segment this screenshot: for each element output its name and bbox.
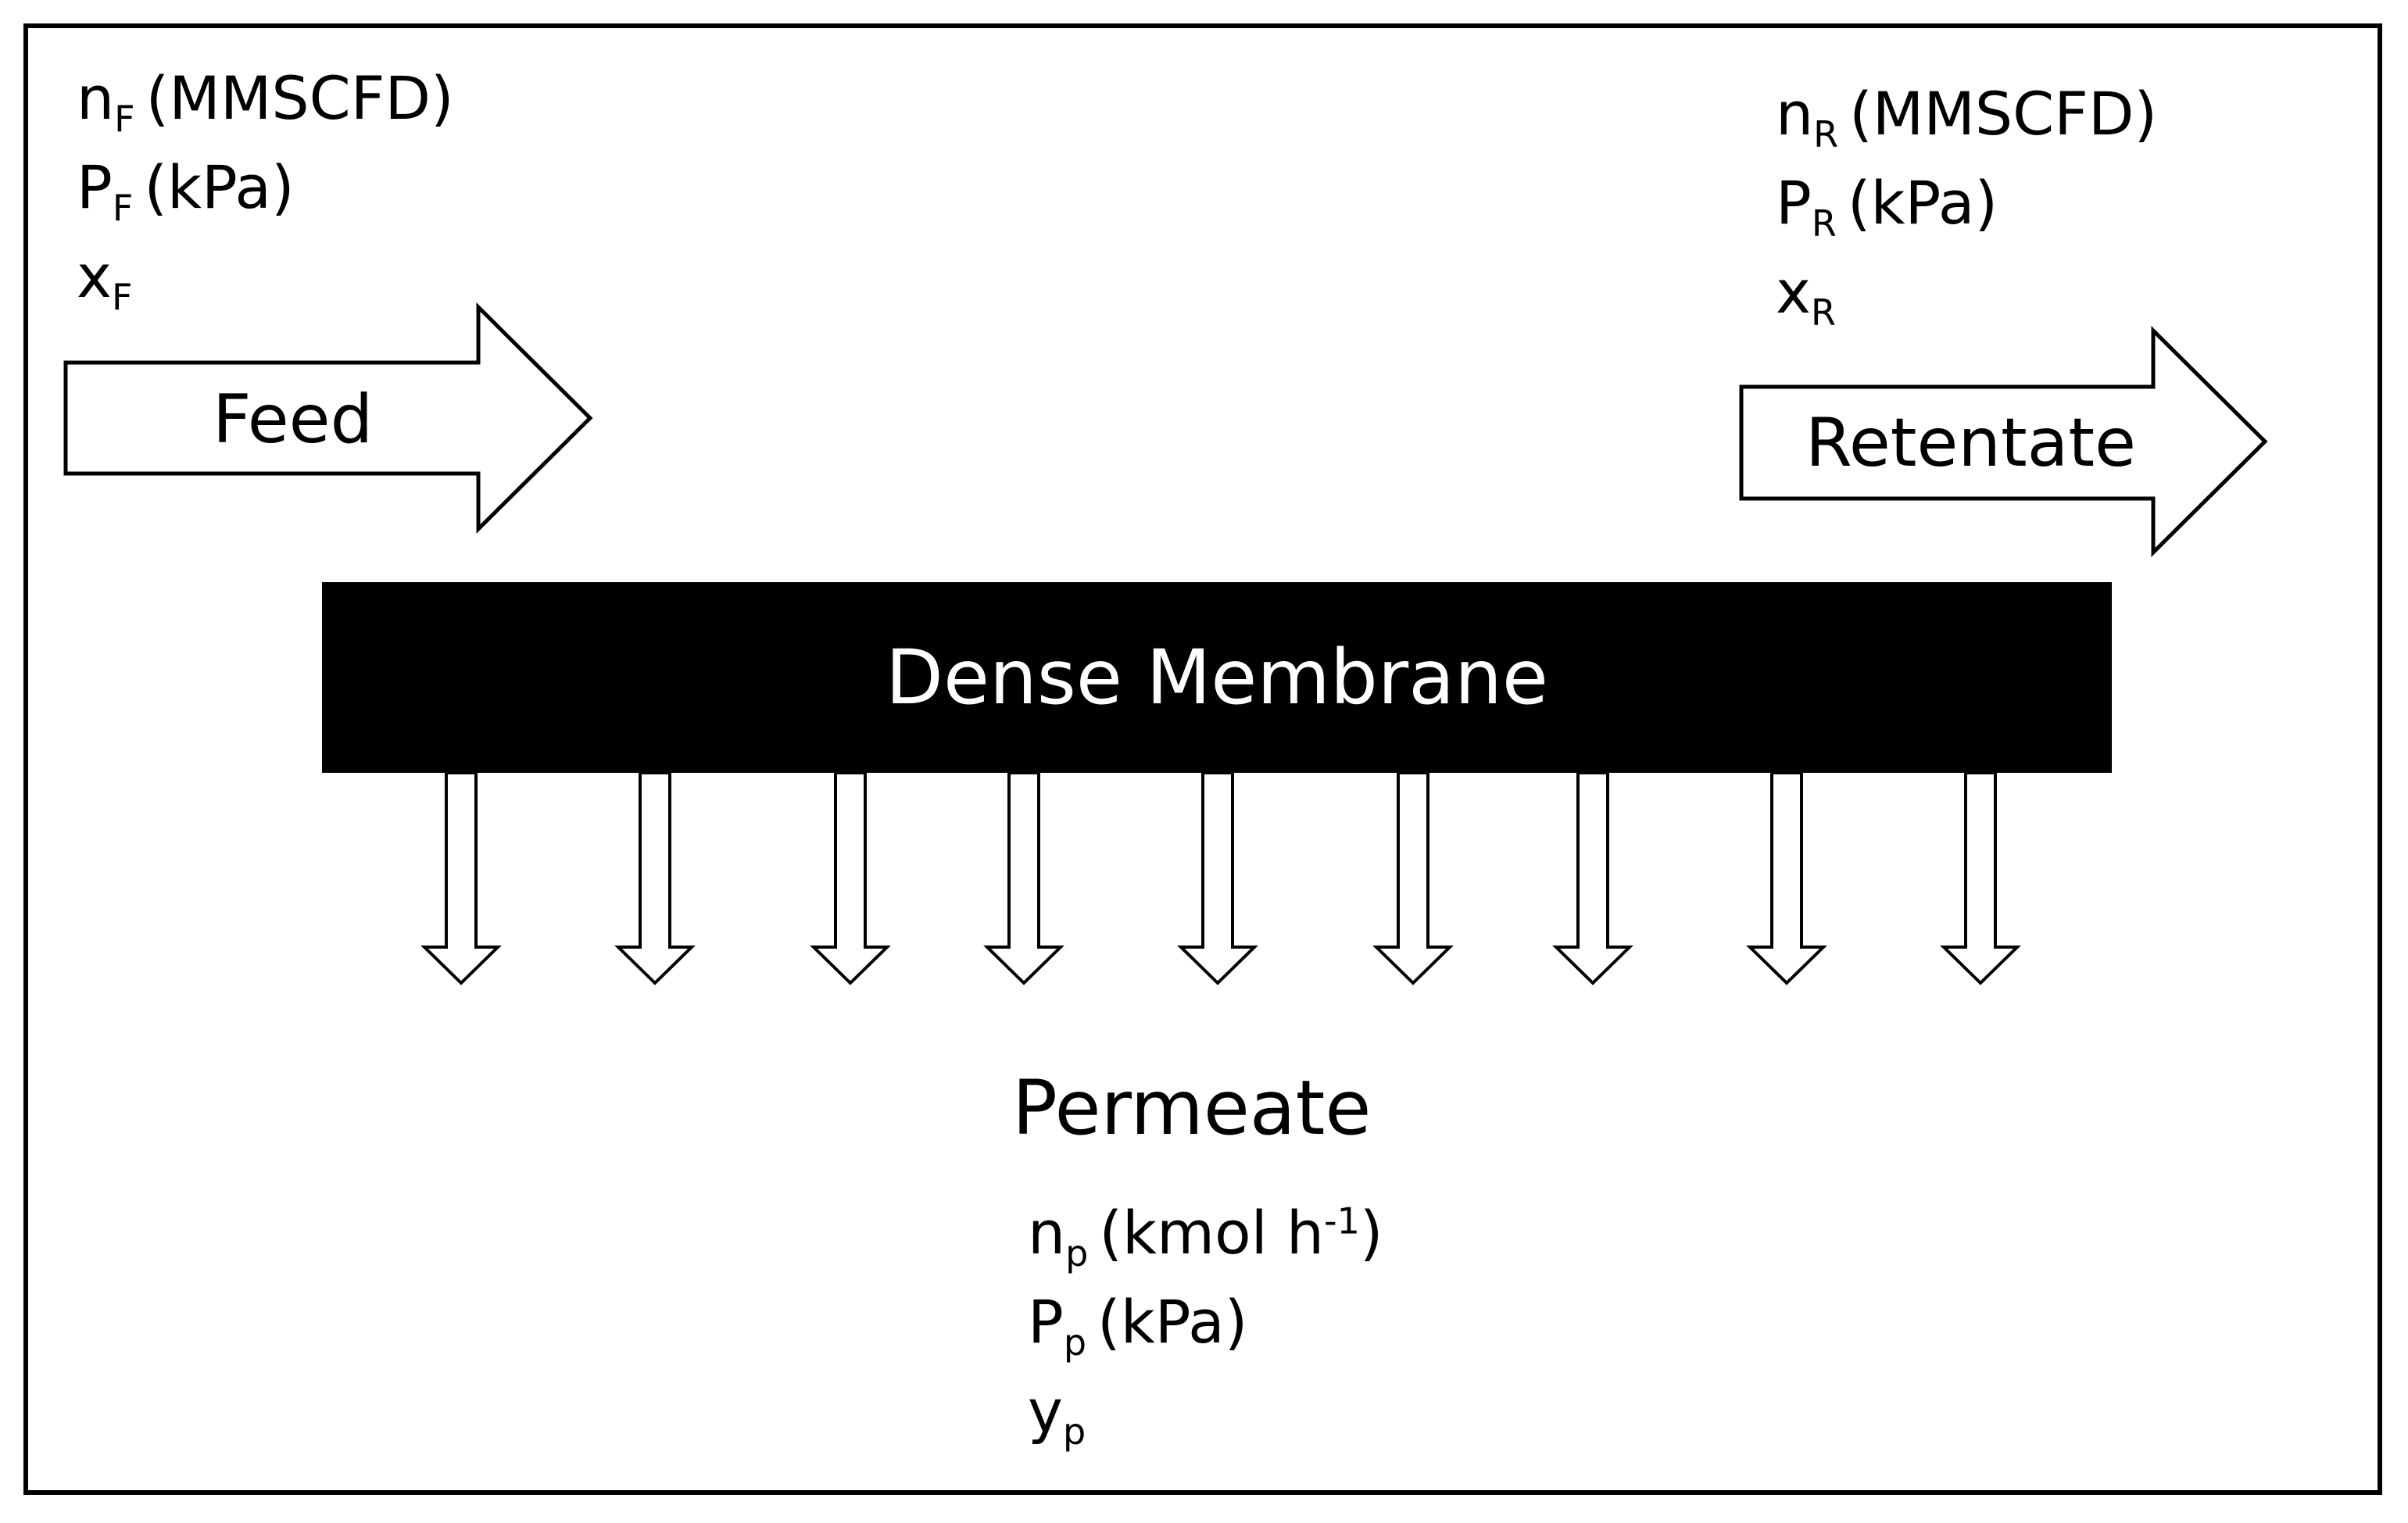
permeate-composition-symbol: y [1028, 1376, 1063, 1446]
retentate-pressure-subscript: R [1811, 202, 1837, 245]
feed-variables: nF(MMSCFD) PF(kPa) xF [77, 69, 454, 336]
permeate-pressure-symbol: P [1028, 1287, 1064, 1357]
permeate-flow-arrow [983, 771, 1064, 985]
permeate-pressure-unit: (kPa) [1097, 1287, 1248, 1357]
feed-flow-unit: (MMSCFD) [145, 63, 454, 133]
retentate-flow-var: nR(MMSCFD) [1776, 84, 2157, 173]
retentate-flow-subscript: R [1813, 113, 1839, 156]
permeate-flow-arrow [420, 771, 502, 985]
retentate-composition-subscript: R [1810, 291, 1836, 334]
permeate-flow-arrow [1552, 771, 1633, 985]
retentate-pressure-var: PR(kPa) [1776, 173, 2157, 263]
permeate-flow-unit-exponent: -1 [1324, 1199, 1360, 1242]
retentate-pressure-symbol: P [1776, 168, 1812, 238]
permeate-flow-arrow [1746, 771, 1827, 985]
retentate-variables: nR(MMSCFD) PR(kPa) xR [1776, 84, 2157, 352]
permeate-label: Permeate [1012, 1064, 1372, 1152]
permeate-pressure-subscript: p [1063, 1321, 1087, 1364]
retentate-pressure-unit: (kPa) [1847, 168, 1998, 238]
permeate-composition-var: yp [1028, 1382, 1383, 1471]
feed-pressure-var: PF(kPa) [77, 158, 454, 247]
retentate-arrow [1739, 325, 2268, 558]
feed-arrow [63, 302, 593, 534]
feed-pressure-subscript: F [112, 187, 134, 230]
permeate-flow-unit-close: ) [1359, 1198, 1383, 1267]
permeate-arrows [420, 771, 2021, 985]
permeate-flow-var: np(kmol h-1) [1028, 1203, 1383, 1292]
feed-composition-subscript: F [111, 276, 133, 319]
permeate-composition-subscript: p [1062, 1410, 1086, 1453]
retentate-flow-symbol: n [1776, 79, 1814, 148]
permeate-flow-arrow [1940, 771, 2021, 985]
permeate-variables: np(kmol h-1) Pp(kPa) yp [1028, 1203, 1383, 1471]
permeate-flow-subscript: p [1065, 1232, 1089, 1275]
permeate-flow-symbol: n [1028, 1198, 1066, 1267]
permeate-flow-arrow [614, 771, 696, 985]
feed-flow-symbol: n [77, 63, 115, 133]
retentate-flow-unit: (MMSCFD) [1849, 79, 2158, 148]
dense-membrane: Dense Membrane [322, 582, 2112, 773]
retentate-composition-symbol: x [1776, 257, 1811, 327]
membrane-label: Dense Membrane [886, 634, 1548, 721]
feed-composition-symbol: x [77, 241, 112, 311]
permeate-flow-arrow [1372, 771, 1454, 985]
feed-label: Feed [213, 381, 374, 459]
feed-composition-var: xF [77, 247, 454, 336]
retentate-label: Retentate [1805, 404, 2136, 482]
permeate-flow-unit-main: (kmol h [1099, 1198, 1325, 1267]
feed-flow-subscript: F [114, 98, 135, 141]
permeate-pressure-var: Pp(kPa) [1028, 1292, 1383, 1382]
permeate-flow-arrow [810, 771, 891, 985]
permeate-flow-arrow [1177, 771, 1258, 985]
permeate-flow-unit: (kmol h-1) [1099, 1198, 1383, 1267]
feed-pressure-unit: (kPa) [144, 152, 295, 222]
feed-pressure-symbol: P [77, 152, 113, 222]
retentate-composition-var: xR [1776, 263, 2157, 352]
feed-flow-var: nF(MMSCFD) [77, 69, 454, 158]
